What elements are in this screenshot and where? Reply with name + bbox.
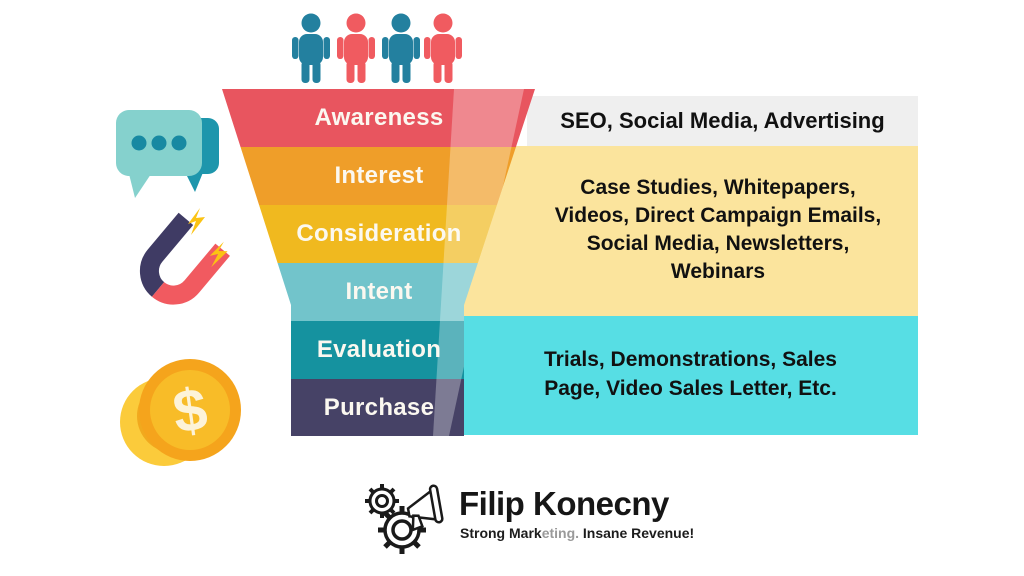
person-icon xyxy=(337,13,375,83)
funnel-stage-label: Evaluation xyxy=(316,336,442,363)
funnel-stage-interest: Interest xyxy=(222,147,535,205)
bottomfunnel-tactics-panel: Trials, Demonstrations, Sales Page, Vide… xyxy=(463,316,918,435)
coins-icon: $ xyxy=(120,359,241,466)
midfunnel-tactics-line: Videos, Direct Campaign Emails, xyxy=(554,204,882,227)
magnet-icon xyxy=(139,208,230,305)
midfunnel-tactics-line: Webinars xyxy=(670,260,766,283)
bottomfunnel-tactics-line: Trials, Demonstrations, Sales xyxy=(544,348,837,371)
midfunnel-tactics-line: Case Studies, Whitepapers, xyxy=(580,176,856,199)
tagline-part: Strong Mark xyxy=(460,525,542,541)
funnel-stage-awareness: Awareness xyxy=(222,89,535,147)
funnel-stage-label: Awareness xyxy=(314,104,444,131)
gears-megaphone-logo-icon xyxy=(365,484,444,554)
awareness-tactics-text: SEO, Social Media, Advertising xyxy=(560,108,885,133)
person-icon xyxy=(382,13,420,83)
funnel-stage-label: Purchase xyxy=(323,394,435,421)
funnel-stage-label: Interest xyxy=(334,162,424,189)
midfunnel-tactics-line: Social Media, Newsletters, xyxy=(586,232,850,255)
funnel-stage-label: Intent xyxy=(345,278,413,305)
speech-bubbles-icon xyxy=(116,110,219,198)
funnel-stage-label: Consideration xyxy=(296,220,462,247)
tagline-part: eting. xyxy=(541,525,583,541)
tagline-part: Insane Revenue! xyxy=(582,525,695,541)
person-icon xyxy=(292,13,330,83)
brand-tagline: Strong Marketing. Insane Revenue! xyxy=(460,525,694,541)
person-icon xyxy=(424,13,462,83)
midfunnel-tactics-panel: Case Studies, Whitepapers, Videos, Direc… xyxy=(463,146,918,316)
brand-name: Filip Konecny xyxy=(459,485,669,522)
awareness-tactics-panel: SEO, Social Media, Advertising xyxy=(527,96,918,146)
bottomfunnel-tactics-line: Page, Video Sales Letter, Etc. xyxy=(544,377,837,400)
